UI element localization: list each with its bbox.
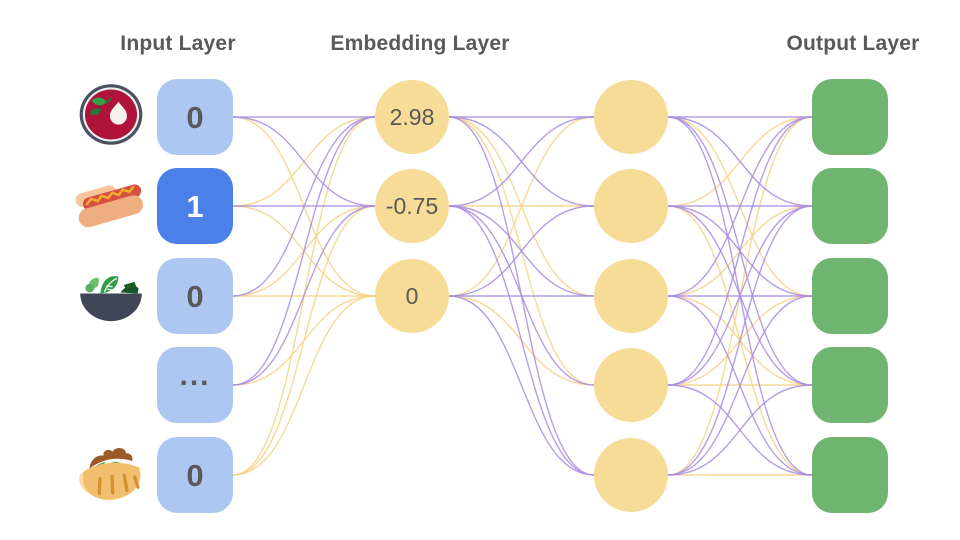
edge-hid3-out1 <box>667 116 813 297</box>
input-node-value: 1 <box>186 188 204 224</box>
embedding-node-3: 0 <box>375 259 449 333</box>
hidden-node-4 <box>594 348 668 422</box>
input-node-value: 0 <box>186 278 204 314</box>
hidden-node-5 <box>594 438 668 512</box>
edge-input1-emb2 <box>232 116 376 207</box>
hidden-node-1 <box>594 80 668 154</box>
edge-hid4-out2 <box>667 205 813 386</box>
input-node-1: 0 <box>157 79 233 155</box>
input-node-value: ... <box>179 359 211 392</box>
embedding-layer-title: Embedding Layer <box>330 32 510 55</box>
output-node-1 <box>812 79 888 155</box>
edge-emb3-hid5 <box>448 295 595 476</box>
embedding-node-value: -0.75 <box>385 192 439 219</box>
output-node-2 <box>812 168 888 244</box>
input-node-2: 1 <box>157 168 233 244</box>
edge-emb2-hid5 <box>448 205 595 476</box>
edge-input4-emb1 <box>232 116 376 386</box>
edge-emb3-hid1 <box>448 116 595 297</box>
input-node-3: 0 <box>157 258 233 334</box>
embedding-node-1: 2.98 <box>375 80 449 154</box>
edge-hid4-out1 <box>667 116 813 386</box>
hidden-node-2 <box>594 169 668 243</box>
edge-hid5-out2 <box>667 205 813 476</box>
embedding-node-2: -0.75 <box>375 169 449 243</box>
edge-input4-emb2 <box>232 205 376 386</box>
output-node-3 <box>812 258 888 334</box>
output-node-5 <box>812 437 888 513</box>
edge-emb3-hid2 <box>448 205 595 297</box>
output-node-4 <box>812 347 888 423</box>
hidden-node-3 <box>594 259 668 333</box>
edge-hid5-out3 <box>667 295 813 476</box>
hotdog-icon <box>72 169 150 244</box>
pita-icon <box>74 436 148 515</box>
edge-input3-emb1 <box>232 116 376 297</box>
input-node-value: 0 <box>186 457 204 493</box>
output-layer-title: Output Layer <box>786 32 920 55</box>
soup-bowl-icon <box>77 81 145 154</box>
embedding-node-value: 2.98 <box>389 103 435 130</box>
input-node-value: 0 <box>186 99 204 135</box>
edge-emb2-hid1 <box>448 116 595 207</box>
salad-icon <box>77 260 145 333</box>
input-layer-title: Input Layer <box>120 32 236 55</box>
edge-hid1-out2 <box>667 116 813 207</box>
input-node-4: ... <box>157 347 233 423</box>
input-node-5: 0 <box>157 437 233 513</box>
edge-input5-emb3 <box>232 295 376 476</box>
embedding-node-value: 0 <box>405 282 419 309</box>
edge-input5-emb2 <box>232 205 376 476</box>
edge-hid5-out4 <box>667 384 813 476</box>
